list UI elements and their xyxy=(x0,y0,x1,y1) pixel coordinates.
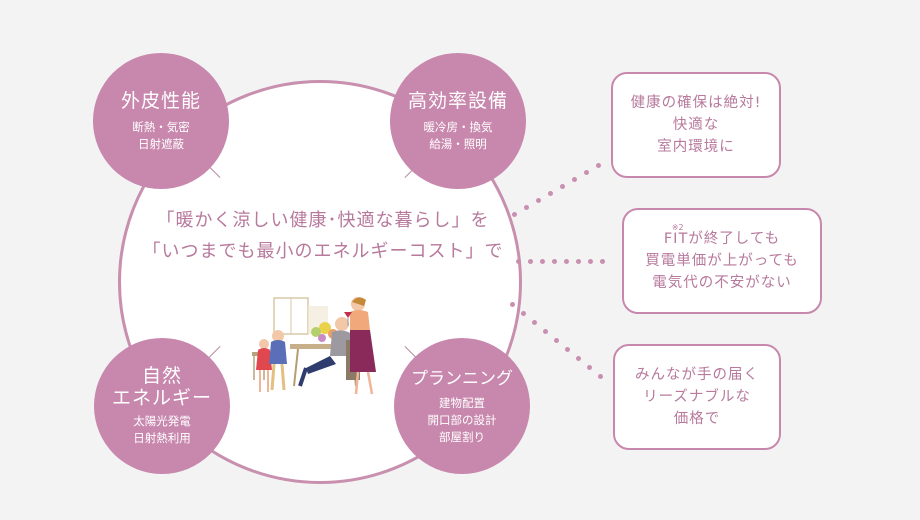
connector-dot xyxy=(516,259,521,264)
node-high-efficiency-equipment: 高効率設備 暖冷房・換気 給湯・照明 xyxy=(390,53,526,189)
connector-dot xyxy=(528,259,533,264)
box-line: 価格で xyxy=(673,411,721,427)
connector-dot xyxy=(540,259,545,264)
headline-line-2: 「いつまでも最小のエネルギーコスト」で xyxy=(142,241,504,262)
connector-dot xyxy=(596,163,601,168)
node-title-line: エネルギー xyxy=(111,387,212,409)
node-subline: 日射熱利用 xyxy=(133,431,191,445)
connector-dot xyxy=(576,259,581,264)
connector-dot xyxy=(532,320,537,325)
connector-dot xyxy=(587,365,592,370)
box-line: 電気代の不安がない xyxy=(652,275,792,291)
node-envelope-performance: 外皮性能 断熱・気密 日射遮蔽 xyxy=(93,53,229,189)
node-subline: 開口部の設計 xyxy=(427,412,497,427)
node-subline: 日射遮蔽 xyxy=(138,137,184,151)
box-line: FIT※2 が終了しても xyxy=(663,223,781,250)
connector-dot xyxy=(565,347,570,352)
benefit-box-price: みんなが手の届く リーズナブルな 価格で xyxy=(613,344,781,450)
node-title: 外皮性能 xyxy=(120,90,201,112)
box-line: リーズナブルな xyxy=(643,389,751,405)
node-subtitle: 建物配置 開口部の設計 部屋割り xyxy=(428,395,497,446)
node-subline: 太陽光発電 xyxy=(133,414,191,428)
connector-dot xyxy=(564,259,569,264)
connector-dot xyxy=(600,259,605,264)
benefit-box-health: 健康の確保は絶対! 快適な 室内環境に xyxy=(611,72,781,178)
connector-dot xyxy=(510,302,515,307)
node-subline: 断熱・気密 xyxy=(132,120,190,134)
box-line: 買電単価が上がっても xyxy=(645,253,799,269)
connector-dot xyxy=(554,338,559,343)
node-subline: 建物配置 xyxy=(439,395,485,410)
connector-dot xyxy=(576,356,581,361)
node-subline: 部屋割り xyxy=(439,429,485,444)
fit-label: FIT xyxy=(663,231,689,247)
footnote-mark: ※2 xyxy=(671,223,684,232)
node-subtitle: 断熱・気密 日射遮蔽 xyxy=(132,119,190,153)
connector-dot xyxy=(598,374,603,379)
family-dining-illustration xyxy=(252,297,376,395)
connector-dot xyxy=(512,212,517,217)
connector-dot xyxy=(560,184,565,189)
connector-dot xyxy=(584,170,589,175)
connector-dot xyxy=(588,259,593,264)
node-subtitle: 暖冷房・換気 給湯・照明 xyxy=(424,119,493,153)
box-line: 快適な xyxy=(672,117,720,133)
node-title: プランニング xyxy=(411,368,513,389)
box-line: 室内環境に xyxy=(657,139,735,155)
connector-dot xyxy=(521,311,526,316)
connector-dot xyxy=(572,177,577,182)
connector-dot xyxy=(536,198,541,203)
connector-dot xyxy=(524,205,529,210)
box-line-rest: が終了しても xyxy=(688,231,781,247)
benefit-box-electricity: FIT※2 が終了しても 買電単価が上がっても 電気代の不安がない xyxy=(622,208,822,314)
node-natural-energy: 自然 エネルギー 太陽光発電 日射熱利用 xyxy=(94,338,230,474)
connector-dot xyxy=(548,191,553,196)
box-line: みんなが手の届く xyxy=(635,367,759,383)
node-title: 高効率設備 xyxy=(407,90,508,112)
connector-dot xyxy=(543,329,548,334)
node-subtitle: 太陽光発電 日射熱利用 xyxy=(133,413,191,447)
connector-dot xyxy=(552,259,557,264)
box-line: 健康の確保は絶対! xyxy=(630,95,762,111)
headline-line-1: 「暖かく涼しい健康･快適な暮らし」を xyxy=(156,210,490,231)
node-subline: 暖冷房・換気 xyxy=(423,120,493,134)
node-title: 自然 エネルギー xyxy=(112,365,212,409)
node-title-line: 自然 xyxy=(141,365,182,387)
node-planning: プランニング 建物配置 開口部の設計 部屋割り xyxy=(394,338,530,474)
node-subline: 給湯・照明 xyxy=(429,137,487,151)
